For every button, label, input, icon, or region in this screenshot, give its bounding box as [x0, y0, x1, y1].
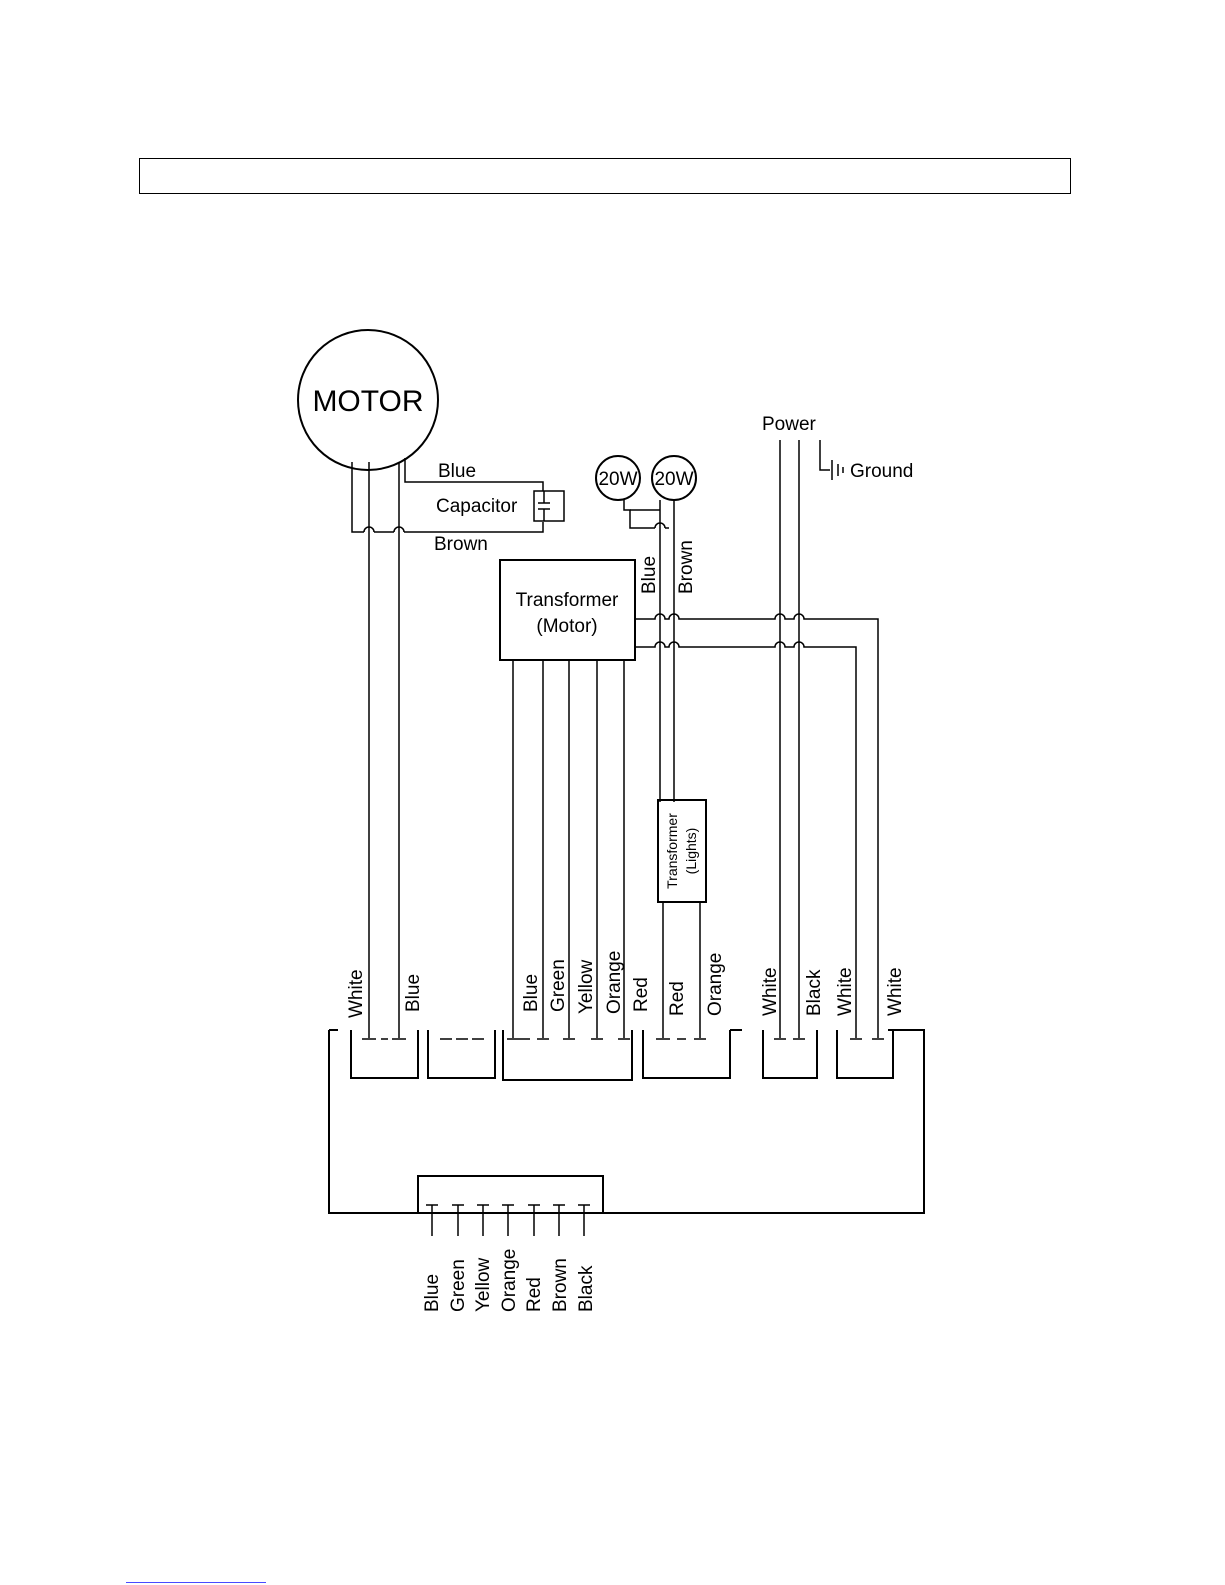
board-label: White — [885, 967, 906, 1016]
lamp-wire-brown-label: Brown — [676, 540, 697, 594]
ground-symbol — [820, 440, 843, 480]
bottom-wire-labels: Blue Green Yellow Orange Red Brown Black — [422, 1249, 597, 1312]
bottom-connector — [418, 1176, 603, 1213]
board-label: Orange — [705, 953, 726, 1016]
board-label: Yellow — [576, 959, 597, 1014]
motor-wire-blue-label: Blue — [438, 461, 476, 482]
board-label: Red — [631, 977, 652, 1012]
power-lines — [780, 440, 799, 1038]
board-label: White — [760, 967, 781, 1016]
capacitor-symbol — [534, 491, 564, 521]
motor-label: MOTOR — [312, 385, 423, 418]
board-label: White — [346, 969, 367, 1018]
bottom-label: Green — [448, 1259, 469, 1312]
capacitor-label: Capacitor — [436, 496, 518, 517]
board-label: White — [835, 967, 856, 1016]
board-label: Green — [548, 959, 569, 1012]
power-label: Power — [762, 414, 817, 435]
lamp-right-label: 20W — [654, 469, 693, 490]
transformer-motor-label-2: (Motor) — [536, 616, 597, 637]
board-label: Red — [667, 981, 688, 1016]
board-label: Black — [804, 969, 825, 1016]
ground-label: Ground — [850, 461, 913, 482]
bottom-label: Yellow — [473, 1257, 494, 1312]
board-connectors — [351, 1030, 893, 1080]
board-wire-labels: White Blue Blue Green Yellow Orange Red … — [346, 951, 906, 1018]
transformer-lights-label-2: (Lights) — [683, 828, 699, 875]
board-label: Orange — [604, 951, 625, 1014]
bottom-connector-pins — [426, 1205, 590, 1236]
bottom-label: Black — [576, 1265, 597, 1312]
transformer-motor-label-1: Transformer — [516, 590, 619, 611]
bottom-label: Red — [524, 1277, 545, 1312]
bottom-label: Brown — [550, 1258, 571, 1312]
lamp-wiring — [624, 500, 674, 802]
lamp-wire-blue-label: Blue — [639, 556, 660, 594]
board-label: Blue — [521, 974, 542, 1012]
footer-link-underline[interactable] — [126, 1582, 266, 1583]
bottom-label: Blue — [422, 1274, 443, 1312]
bottom-label: Orange — [499, 1249, 520, 1312]
motor-wire-brown-label: Brown — [434, 534, 488, 555]
transformer-lights-label-1: Transformer — [664, 813, 680, 889]
board-label: Blue — [403, 974, 424, 1012]
lamp-left-label: 20W — [598, 469, 637, 490]
transformer-lights-outputs — [663, 902, 700, 1038]
